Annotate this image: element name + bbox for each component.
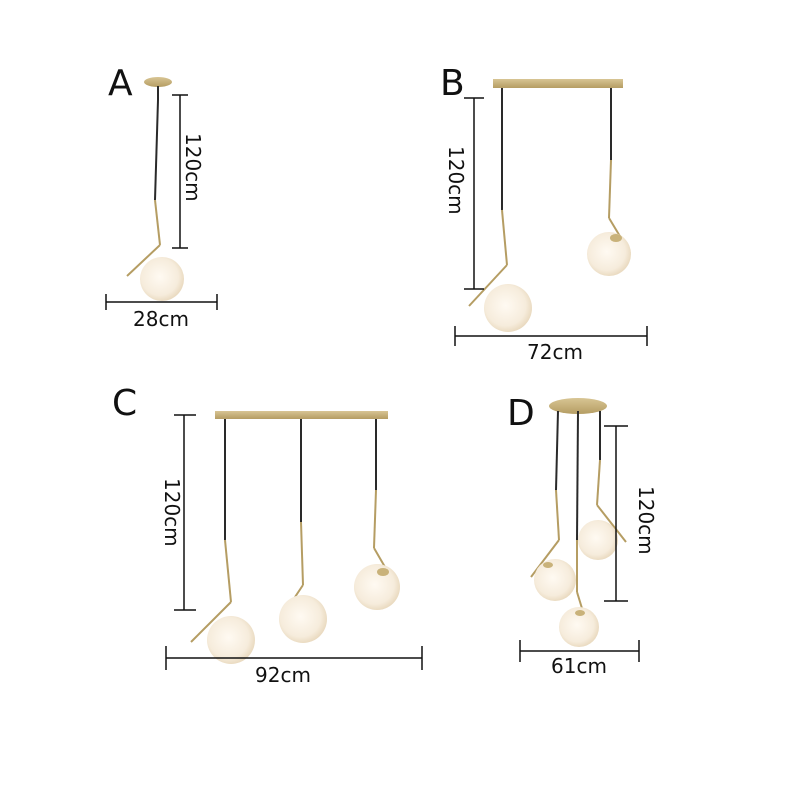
round-canopy xyxy=(144,77,172,87)
variant-a-drop-label: 120cm xyxy=(181,133,205,202)
variant-c-drop-label: 120cm xyxy=(160,478,184,547)
variant-a-dimensions xyxy=(105,94,218,310)
globe xyxy=(484,284,532,332)
linear-canopy xyxy=(493,79,623,88)
globe xyxy=(207,616,255,664)
variant-a-label: A xyxy=(108,63,133,104)
variant-a-lamp xyxy=(126,77,184,301)
variant-b-width-label: 72cm xyxy=(527,340,583,364)
variant-d-drop-label: 120cm xyxy=(634,486,658,555)
variant-d-lamp xyxy=(530,398,627,647)
globe xyxy=(354,564,400,610)
variant-c-dimensions xyxy=(165,414,423,670)
globe xyxy=(534,559,576,601)
variant-d-dimensions xyxy=(519,425,640,662)
globe xyxy=(587,232,631,276)
globe xyxy=(279,595,327,643)
globe xyxy=(578,520,618,560)
variant-b-drop-label: 120cm xyxy=(444,146,468,215)
variant-c-width-label: 92cm xyxy=(255,663,311,687)
variant-b-lamp xyxy=(468,79,631,332)
variant-a-width-label: 28cm xyxy=(133,307,189,331)
variant-c-label: C xyxy=(112,383,138,424)
globe xyxy=(140,257,184,301)
variant-d-width-label: 61cm xyxy=(551,654,607,678)
variant-c-lamp xyxy=(190,411,400,664)
round-canopy xyxy=(549,398,607,414)
globe xyxy=(559,607,599,647)
variant-b-label: B xyxy=(440,63,465,104)
variant-b-dimensions xyxy=(454,97,648,346)
variant-d-label: D xyxy=(507,393,535,434)
linear-canopy xyxy=(215,411,388,419)
